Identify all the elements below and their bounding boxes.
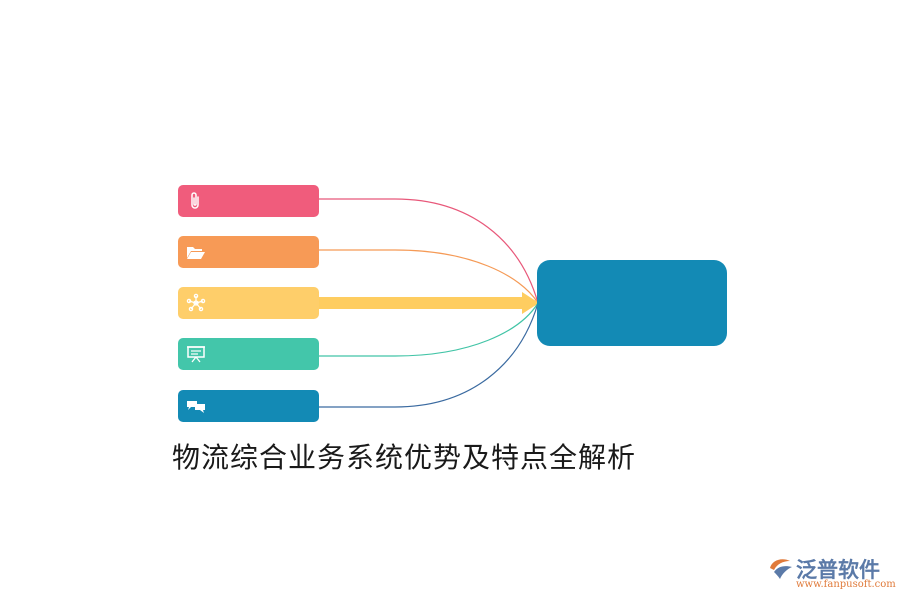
- target-node: [537, 260, 727, 346]
- paperclip-icon: [191, 192, 199, 209]
- folder-open-icon: [187, 247, 205, 259]
- watermark-logo: 泛普软件 www.fanpusoft.com: [768, 554, 896, 594]
- connector-4: [319, 302, 539, 357]
- connector-3-arrowhead: [522, 292, 539, 314]
- connector-3-arrow-shaft: [318, 297, 526, 309]
- fanpu-logo-icon: [770, 559, 792, 579]
- input-node-3: [178, 287, 319, 319]
- diagram-title: 物流综合业务系统优势及特点全解析: [172, 441, 637, 474]
- input-node-2: [178, 236, 319, 268]
- connector-2: [319, 249, 539, 304]
- input-node-1: [178, 185, 319, 217]
- chat-bubbles-icon: [187, 401, 205, 413]
- connector-1: [319, 198, 539, 304]
- presentation-board-icon: [187, 346, 205, 363]
- watermark-url: www.fanpusoft.com: [796, 579, 896, 590]
- input-node-5: [178, 390, 319, 422]
- network-icon: [186, 293, 206, 312]
- connector-5: [319, 302, 539, 408]
- watermark-name: 泛普软件: [796, 558, 880, 582]
- input-node-4: [178, 338, 319, 370]
